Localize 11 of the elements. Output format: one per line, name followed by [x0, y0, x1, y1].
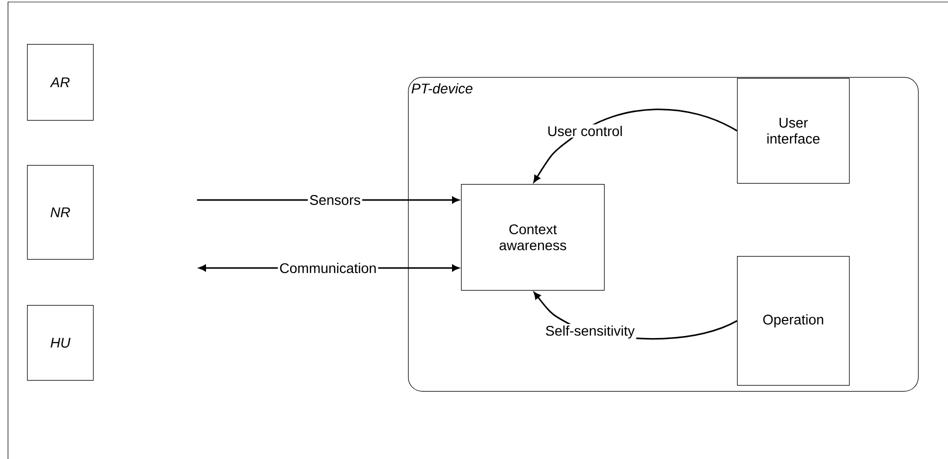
edge-label: Sensors — [308, 194, 362, 206]
box: HU — [27, 305, 94, 381]
arrow — [533, 108, 738, 182]
box: Context awareness — [461, 184, 605, 291]
edge-label: Self-sensitivity — [544, 324, 636, 340]
edge-label: User control — [546, 124, 624, 138]
box: Operation — [737, 256, 850, 386]
box: User interface — [737, 78, 850, 184]
box: NR — [27, 165, 94, 260]
box: AR — [27, 44, 94, 121]
edge-label: Communication — [278, 261, 378, 275]
